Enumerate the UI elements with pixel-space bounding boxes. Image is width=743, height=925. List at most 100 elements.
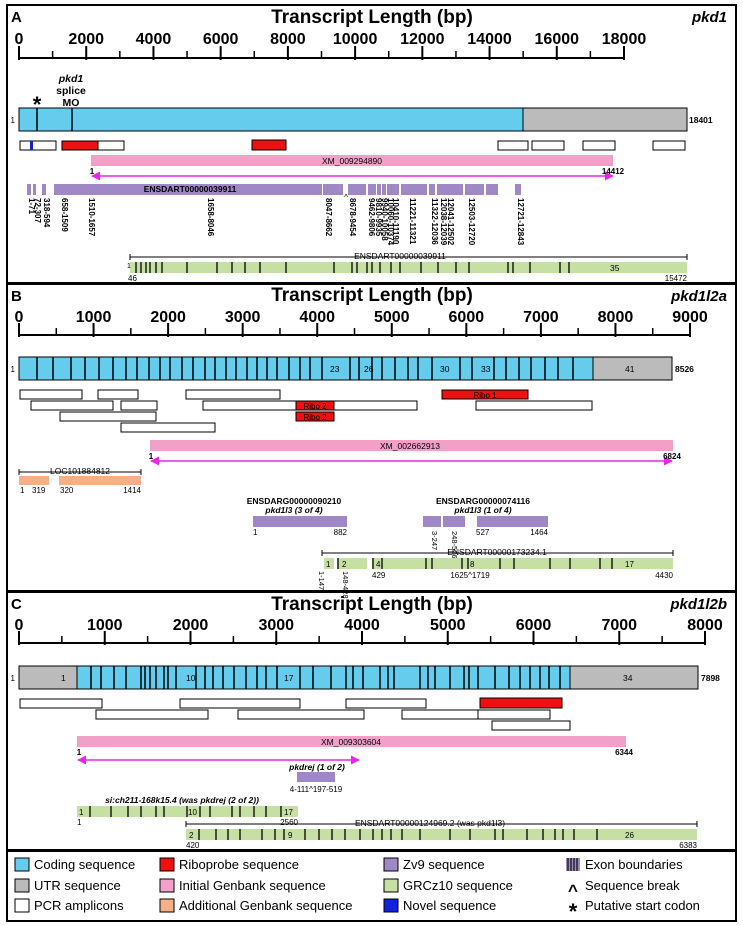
genbank-end: 14412 [602,167,625,176]
pcr-amplicon [345,698,427,709]
asterisk-icon: * [569,899,578,924]
zv9-label: 318-594 [42,198,51,228]
zv9-block [33,184,36,195]
zv9-block [368,184,376,195]
additional-label: 1 [20,486,25,495]
pcr-amplicon [179,698,301,709]
legend-label: GRCz10 sequence [403,878,513,893]
tick-label: 0 [15,31,24,48]
zv9-label: 658-1509 [60,198,69,232]
grcz10-exons [135,262,570,273]
tick-label: 12000 [400,31,445,48]
grcz10-label: 4430 [655,571,673,580]
grcz10-bar [372,558,673,569]
tick-label: 0 [15,309,24,326]
genbank-name: XM_002662913 [380,441,440,451]
grcz10-exon: 1 [326,560,331,569]
pcr-amplicon [19,698,103,709]
genbank-bar [91,155,613,166]
grcz10-start: 1 [127,263,131,270]
axis-title: Transcript Length (bp) [271,285,473,306]
zv9-label: 248-526 [450,531,459,559]
exon-number: 34 [623,673,633,683]
legend-label: Coding sequence [34,857,135,872]
genbank-name: XM_009303604 [321,737,381,747]
zv9-label: 72-307 [33,198,42,223]
tick-label: 18000 [602,31,647,48]
tick-label: 2000 [150,309,186,326]
zv9-label: 1464 [530,528,548,537]
start-label: 1 [11,674,16,683]
zv9-label: 1-71 [27,198,36,215]
riboprobe-label: Ribo 1 [473,391,497,400]
grcz10-exon: 2 [189,831,194,840]
pcr-amplicon [120,422,216,433]
coding-sequence-bar [76,665,571,690]
grcz10-exons [337,558,613,569]
riboprobe-label: Ribo 2 [303,402,327,411]
grcz10-exon: 9 [288,831,293,840]
zv9-blocks [27,184,521,195]
grcz10-start2: 46 [128,274,137,283]
pcr-amplicon [652,140,686,151]
coding-sequence-bar [18,356,594,381]
grcz10-exon: 8 [470,560,475,569]
zv9-label: 9462-9806 [367,198,376,237]
start-codon-star: * [33,92,42,117]
tick-label: 7000 [601,617,637,634]
tick-label: 4000 [136,31,172,48]
tick-label: 4000 [299,309,335,326]
grcz10-swatch [383,878,399,893]
grcz10-exon: 35 [610,263,620,273]
zv9-label: 9810-9935 [374,198,383,237]
grcz10-exon: 10 [188,808,197,817]
genbank-swatch [159,878,175,893]
panel-letter: B [11,288,22,305]
zv9-label: 4-111^197-519 [290,785,343,794]
tick-label: 0 [15,617,24,634]
grcz10-exons [89,806,282,817]
pcr-amplicon [237,709,365,720]
grcz10-exon: 17 [284,808,293,817]
genbank-start: 1 [77,748,82,757]
genbank-start: 1 [149,452,154,461]
tick-label: 6000 [449,309,485,326]
zv9-label: 12503-12720 [467,198,476,246]
tick-label: 5000 [430,617,466,634]
tick-label: 9000 [672,309,708,326]
zv9-block [486,184,498,195]
pcr-amplicon [491,720,571,731]
zv9-bar [477,516,548,527]
zv9-block [465,184,484,195]
legend-label: Additional Genbank sequence [179,898,352,913]
pcr-amplicon [582,140,616,151]
end-label: 18401 [689,115,713,125]
zv9-label: 10060-10374 [386,198,395,246]
grcz10-name: ENSDART00000124969.2 (was pkd1l3) [355,818,505,828]
zv9-subtitle: pkd1l3 (3 of 4) [264,505,322,515]
genbank-bar [150,440,673,451]
coding-swatch [14,857,30,872]
pcr-amplicon [19,389,83,400]
tick-label: 3000 [258,617,294,634]
zv9-block [42,184,46,195]
gene-name: pkd1 [691,9,727,26]
axis-title: Transcript Length (bp) [271,7,473,28]
legend-label: Zv9 sequence [403,857,485,872]
novel-swatch [383,898,399,913]
grcz10-start: 1 [77,818,82,827]
zv9-block [387,184,399,195]
pcr-amplicon [30,400,114,411]
legend-border [6,850,737,922]
panel-letter: C [11,596,22,613]
grcz10-exon: 1 [79,808,84,817]
sequence-break: ^ [344,193,348,202]
pcr-amplicon [475,400,593,411]
zv9-label: 12038-12039 [439,198,448,246]
pcr-amplicon [120,400,158,411]
riboprobe [251,139,287,151]
mo-label: MO [63,97,80,109]
zv9-label: 3-247 [430,531,439,550]
